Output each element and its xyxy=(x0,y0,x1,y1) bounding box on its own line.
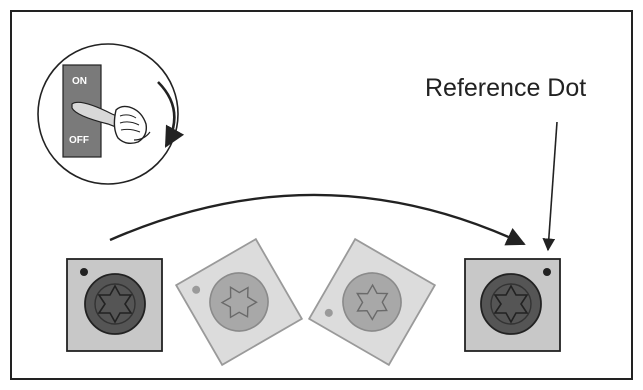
star-knob-icon xyxy=(220,286,258,319)
reference-dot xyxy=(192,285,201,294)
knob-position-end xyxy=(464,258,561,352)
reference-dot xyxy=(324,308,333,317)
knob-body xyxy=(480,273,542,335)
toggle-switch-off-icon: ON OFF xyxy=(62,64,185,158)
knob-body xyxy=(84,273,146,335)
star-knob-icon xyxy=(97,284,133,324)
switch-off-callout: ON OFF xyxy=(37,43,185,185)
knob-position-rotating-1 xyxy=(174,237,304,367)
reference-pointer-arrow xyxy=(542,121,558,252)
knob-inner-ring xyxy=(94,283,136,325)
reference-dot-label: Reference Dot xyxy=(425,74,586,102)
switch-off-label: OFF xyxy=(69,135,89,146)
hand-icon xyxy=(113,105,151,145)
knob-body xyxy=(209,272,269,332)
star-knob-icon xyxy=(493,284,529,324)
reference-dot xyxy=(80,268,88,276)
rotation-arrow-icon xyxy=(109,193,526,246)
knob-body xyxy=(342,272,402,332)
knob-position-rotating-2 xyxy=(307,237,437,367)
knob-position-start xyxy=(66,258,163,352)
switch-on-label: ON xyxy=(72,76,87,87)
switch-down-arrow-icon xyxy=(157,81,185,148)
reference-dot xyxy=(543,268,551,276)
knob-inner-ring xyxy=(490,283,532,325)
star-knob-icon xyxy=(356,283,389,321)
